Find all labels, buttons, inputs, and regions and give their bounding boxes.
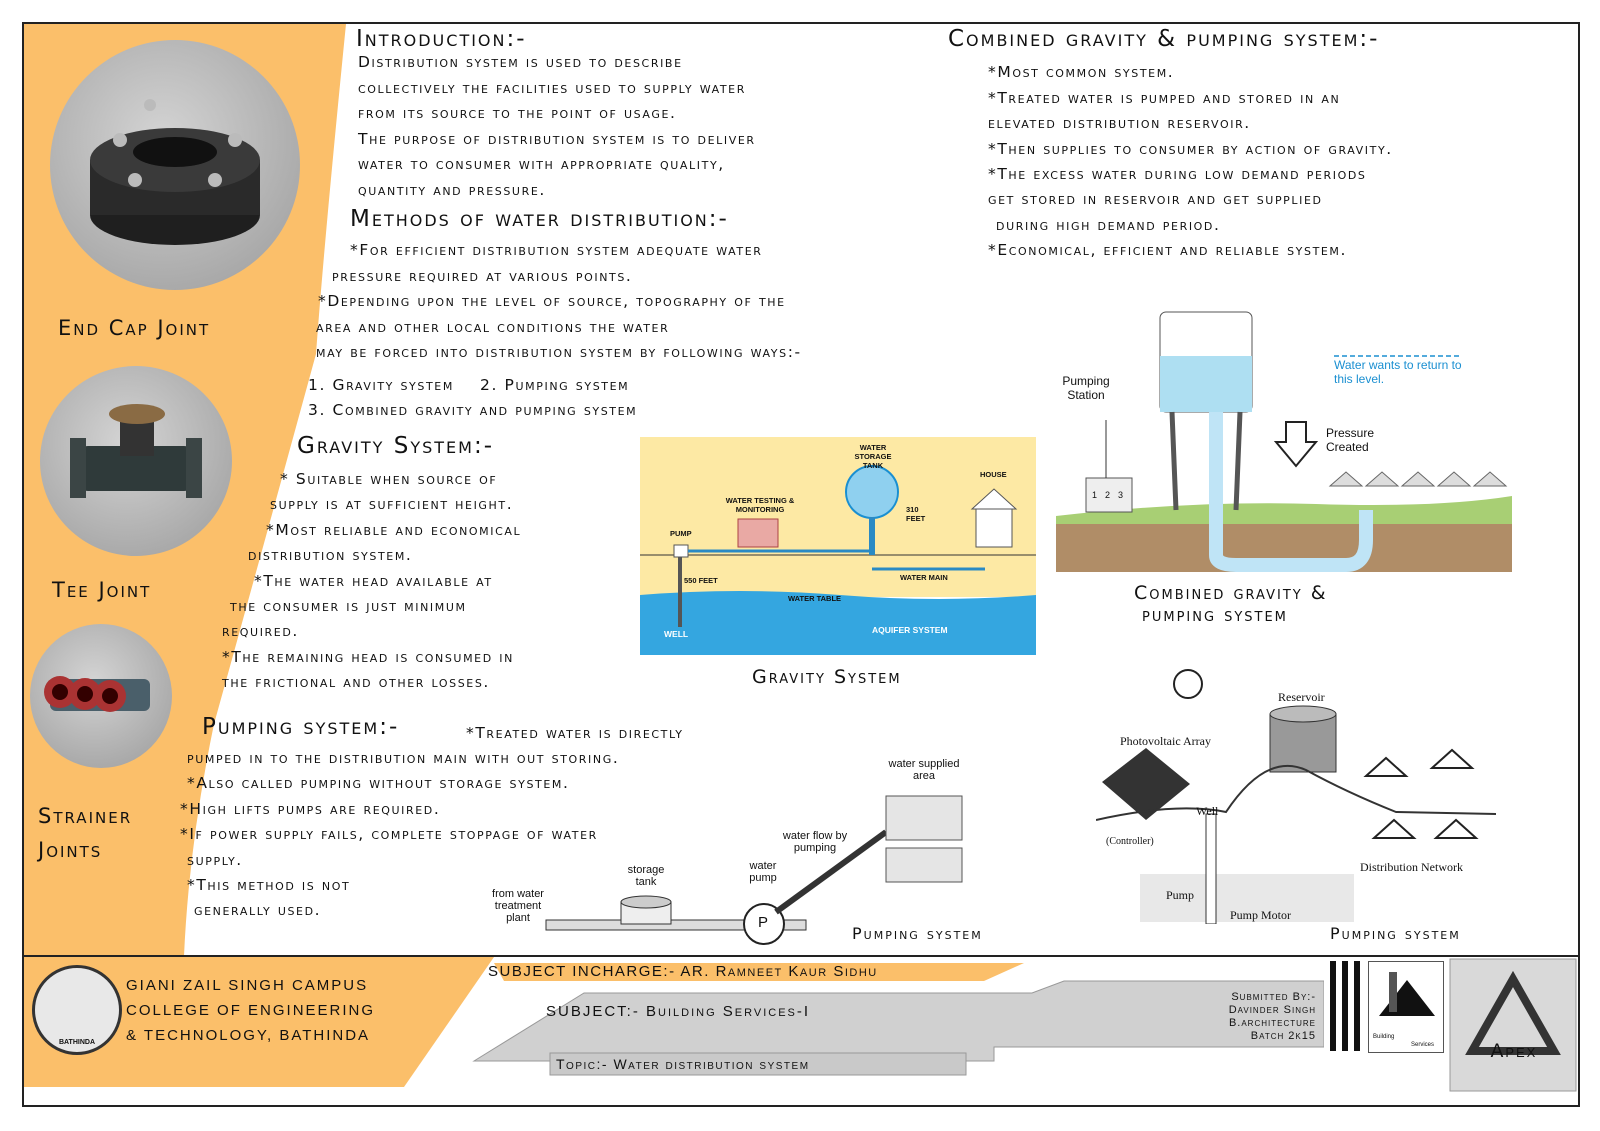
label-pump-motor: Pump Motor	[1230, 908, 1292, 922]
pumping-line: *This method is not	[187, 876, 351, 894]
combined-line: elevated distribution reservoir.	[988, 114, 1251, 132]
methods-line: pressure required at various points.	[332, 267, 633, 285]
label-well: WELL	[664, 629, 689, 639]
methods-line: *For efficient distribution system adequ…	[350, 241, 763, 259]
label-storage-tank: storage tank	[627, 864, 665, 888]
combined-caption-2: pumping system	[1142, 604, 1288, 626]
intro-heading: Introduction:-	[356, 26, 527, 52]
methods-list: 1. Gravity system 2. Pumping system	[308, 376, 630, 394]
pumping-line: *Also called pumping without storage sys…	[187, 774, 570, 792]
gravity-line: supply is at sufficient height.	[270, 495, 514, 513]
gravity-line: *The remaining head is consumed in	[222, 648, 514, 666]
pumping-line: pumped in to the distribution main with …	[187, 749, 620, 767]
combined-line: *Treated water is pumped and stored in a…	[988, 89, 1341, 107]
seal-text: BATHINDA	[58, 1039, 96, 1046]
logo-text-2: Services	[1411, 1042, 1435, 1048]
submitted-by: Submitted By:- Davinder Singh B.architec…	[1228, 991, 1316, 1042]
strainer-joints-image	[30, 624, 172, 768]
label-controller: (Controller)	[1106, 836, 1154, 847]
combined-line: *Most common system.	[988, 63, 1175, 81]
label-pump: PUMP	[670, 529, 692, 538]
pumping-system-diagram-2: Reservoir Photovoltaic Array Well (Contr…	[1096, 652, 1496, 924]
label-return-level: Water wants to return to this level.	[1334, 358, 1462, 386]
apex-label: Apex	[1490, 1041, 1538, 1062]
combined-line: *Economical, efficient and reliable syst…	[988, 241, 1348, 259]
pumping-system-diagram-1: water supplied area water flow by pumpin…	[486, 752, 976, 952]
methods-line: may be forced into distribution system b…	[316, 343, 802, 361]
methods-line: area and other local conditions the wate…	[316, 318, 670, 336]
label-water-table: WATER TABLE	[788, 594, 842, 603]
pumping-system-caption-1: Pumping system	[852, 924, 983, 943]
pumping-line: *If power supply fails, complete stoppag…	[180, 825, 598, 843]
footer-divider	[24, 955, 1578, 957]
pumping-heading: Pumping system:-	[202, 714, 400, 740]
pumping-line: generally used.	[194, 901, 322, 919]
gravity-line: *Most reliable and economical	[266, 521, 522, 539]
pumping-line: supply.	[187, 851, 243, 869]
label-water-storage-tank: WATER STORAGE TANK	[854, 443, 892, 470]
gravity-line: the frictional and other losses.	[222, 673, 490, 691]
combined-line: *The excess water during low demand peri…	[988, 165, 1367, 183]
college-line-3: & TECHNOLOGY, BATHINDA	[126, 1027, 371, 1044]
tee-joint-image	[40, 366, 232, 556]
end-cap-joint-label: End Cap Joint	[58, 316, 211, 340]
label-water-pump: water pump	[749, 860, 777, 884]
label-water-main: WATER MAIN	[900, 573, 948, 582]
college-line-1: GIANI ZAIL SINGH CAMPUS	[126, 977, 369, 994]
pumping-line: *High lifts pumps are required.	[180, 800, 441, 818]
label-flow-by-pumping: water flow by pumping	[782, 830, 848, 854]
methods-line: *Depending upon the level of source, top…	[318, 292, 786, 310]
gravity-line: *The water head available at	[254, 572, 493, 590]
gravity-system-caption: Gravity System	[752, 666, 902, 688]
strainer-joints-label-2: Joints	[38, 838, 103, 862]
gravity-line: the consumer is just minimum	[230, 597, 467, 615]
combined-line: get stored in reservoir and get supplied	[988, 190, 1323, 208]
methods-heading: Methods of water distribution:-	[350, 206, 729, 232]
subject-name: SUBJECT:- Building Services-I	[546, 1003, 811, 1020]
label-310-feet: 310 FEET	[906, 505, 926, 523]
gravity-line: * Suitable when source of	[280, 470, 498, 488]
label-reservoir: Reservoir	[1278, 690, 1325, 704]
label-pump-2: Pump	[1166, 888, 1195, 902]
label-pump-p: P	[758, 914, 769, 931]
label-water-testing: WATER TESTING & MONITORING	[725, 496, 795, 514]
combined-system-diagram: Pumping Station Water wants to return to…	[1056, 290, 1512, 572]
gravity-heading: Gravity System:-	[297, 433, 495, 459]
gravity-system-diagram: WATER STORAGE TANK HOUSE WATER TESTING &…	[640, 437, 1036, 655]
label-photovoltaic-array: Photovoltaic Array	[1120, 734, 1211, 748]
label-n3: 3	[1118, 490, 1124, 500]
gravity-line: distribution system.	[248, 546, 413, 564]
label-pumping-station: Pumping Station	[1062, 374, 1110, 402]
pumping-system-caption-2: Pumping system	[1330, 924, 1461, 943]
label-pressure-created: Pressure Created	[1326, 426, 1375, 454]
label-550-feet: 550 FEET	[684, 576, 718, 585]
label-well-2: Well	[1196, 804, 1219, 818]
methods-list: 3. Combined gravity and pumping system	[308, 401, 638, 419]
combined-heading: Combined gravity & pumping system:-	[948, 26, 1380, 52]
building-services-logo: Building Services	[1368, 961, 1444, 1053]
label-from-plant: from water treatment plant	[492, 888, 544, 924]
combined-line: during high demand period.	[996, 216, 1221, 234]
label-n1: 1	[1092, 490, 1098, 500]
combined-caption-1: Combined gravity &	[1134, 582, 1328, 604]
footer: BATHINDA GIANI ZAIL SINGH CAMPUS COLLEGE…	[24, 957, 1578, 1107]
label-aquifer: AQUIFER SYSTEM	[872, 625, 948, 635]
strainer-joints-label-1: Strainer	[38, 804, 133, 828]
gravity-line: required.	[222, 622, 299, 640]
pumping-line: *Treated water is directly	[466, 724, 684, 742]
college-seal-icon: BATHINDA	[32, 965, 122, 1055]
subject-incharge: SUBJECT INCHARGE:- AR. Ramneet Kaur Sidh…	[488, 963, 878, 980]
logo-text-1: Building	[1373, 1034, 1395, 1040]
label-distribution-network: Distribution Network	[1360, 860, 1463, 874]
end-cap-joint-image	[50, 40, 300, 290]
label-n2: 2	[1105, 490, 1111, 500]
label-supplied-area: water supplied area	[888, 758, 960, 782]
college-line-2: COLLEGE OF ENGINEERING	[126, 1002, 376, 1019]
topic-name: Topic:- Water distribution system	[556, 1056, 810, 1072]
poster-frame	[22, 22, 1580, 1107]
label-house: HOUSE	[980, 470, 1007, 479]
tee-joint-label: Tee Joint	[52, 578, 152, 602]
combined-line: *Then supplies to consumer by action of …	[988, 140, 1393, 158]
